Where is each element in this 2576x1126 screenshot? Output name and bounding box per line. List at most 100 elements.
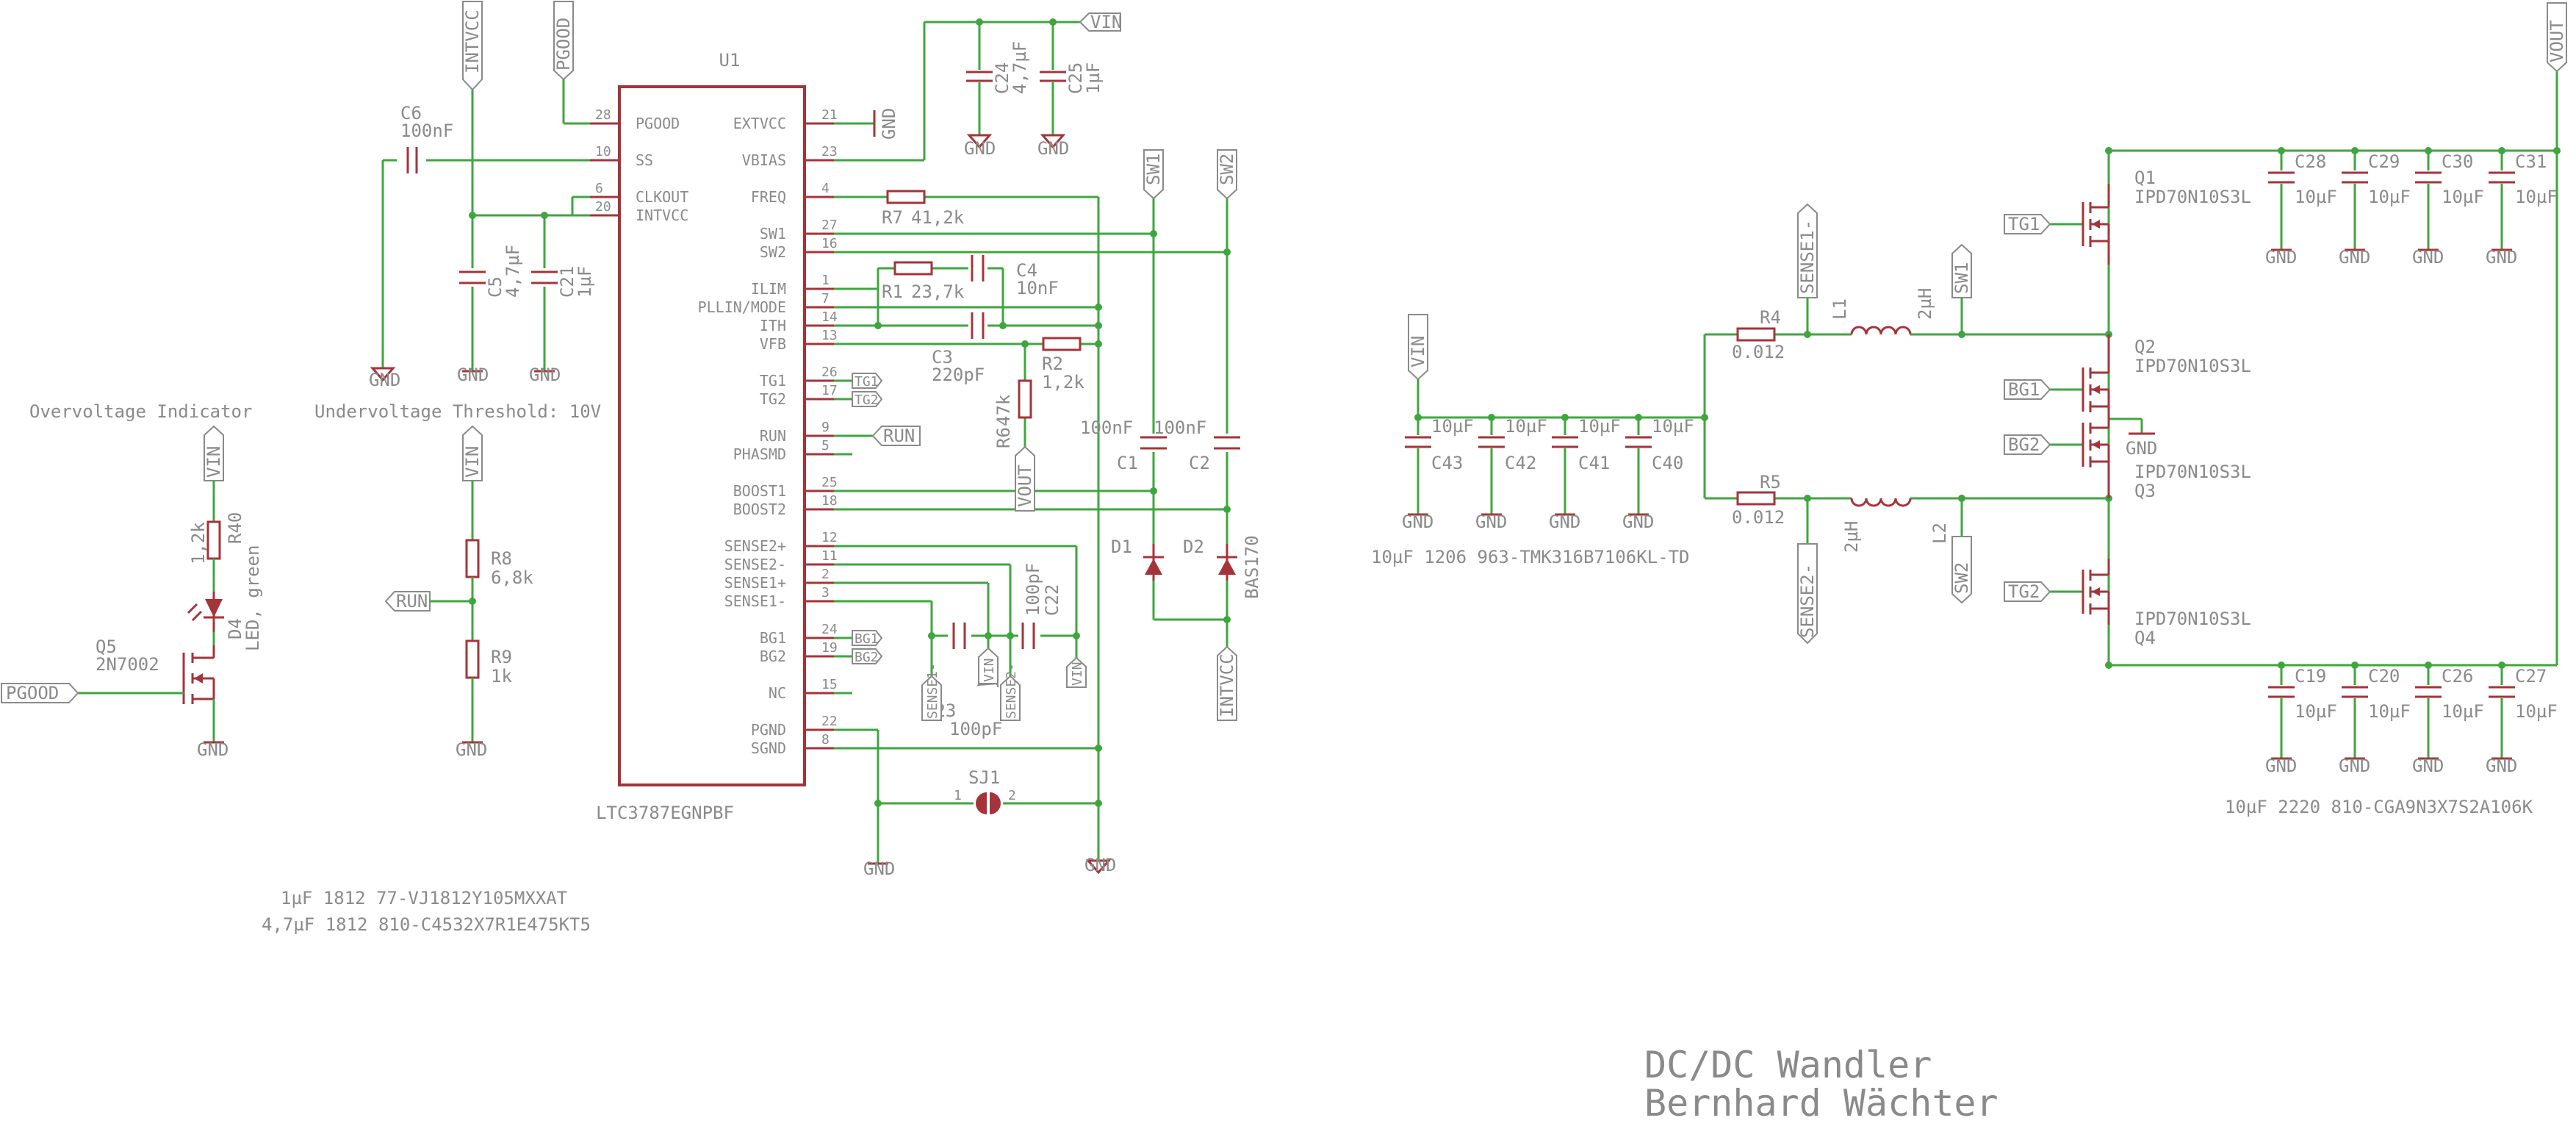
svg-text:0.012: 0.012	[1732, 342, 1785, 362]
undervoltage-title: Undervoltage Threshold: 10V	[314, 401, 601, 422]
capacitor-c19: C19 10µF	[2268, 666, 2337, 722]
svg-text:100nF: 100nF	[1080, 417, 1133, 438]
svg-text:C22: C22	[1042, 584, 1062, 616]
net-labels-u1: INTVCC PGOOD VIN SW1 SW2 INTVCC TG1 TG2 …	[462, 1, 1237, 721]
capacitor-c20: C20 10µF	[2342, 666, 2411, 722]
ic-pin-number: 9	[821, 420, 830, 435]
svg-text:100pF: 100pF	[949, 719, 1002, 739]
overvoltage-title: Overvoltage Indicator	[29, 401, 252, 422]
svg-text:BG1: BG1	[855, 631, 879, 647]
ic-pin-number: 22	[821, 714, 838, 729]
ic-pin-number: 10	[595, 144, 611, 159]
mosfet-q1: Q1 IPD70N10S3L	[2082, 168, 2251, 265]
ic-part: LTC3787EGNPBF	[596, 803, 734, 823]
inductor-l2: 2µH L2	[1841, 498, 1950, 553]
capacitor-c25: C25 1µF	[1040, 62, 1104, 94]
svg-text:GND: GND	[1402, 512, 1433, 532]
ic-pin-number: 19	[821, 640, 838, 656]
svg-text:2µH: 2µH	[1915, 288, 1935, 320]
ic-pin-name: EXTVCC	[733, 115, 786, 132]
ic-pin-number: 5	[821, 438, 830, 453]
solder-jumper-sj1: SJ1 1 2	[954, 767, 1016, 814]
svg-text:4,7µF: 4,7µF	[503, 245, 523, 298]
svg-text:GND: GND	[1549, 512, 1580, 532]
ic-pin-number: 12	[821, 530, 838, 545]
svg-text:C4: C4	[1016, 260, 1037, 281]
svg-text:10nF: 10nF	[1016, 278, 1059, 298]
ic-pin-name: TG2	[760, 390, 786, 408]
ic-pin-name: SGND	[751, 739, 786, 757]
svg-text:C2: C2	[1189, 453, 1210, 473]
mosfet-q4: IPD70N10S3L Q4	[2082, 559, 2251, 648]
svg-text:SJ1: SJ1	[968, 767, 1000, 788]
ic-pin-number: 8	[821, 732, 830, 747]
svg-text:GND: GND	[2486, 756, 2517, 776]
svg-text:R4: R4	[1760, 307, 1781, 328]
ground-input-caps: GND GND GND GND 10µF 1206 963-TMK316B710…	[1371, 506, 1689, 567]
svg-text:TG2: TG2	[2008, 581, 2040, 602]
ic-pin-name: NC	[769, 684, 786, 702]
resistor-r1: R1 23,7k	[882, 261, 965, 302]
ic-pin-name: PLLIN/MODE	[698, 298, 786, 316]
svg-text:R8: R8	[491, 548, 512, 569]
capacitor-c6: C6 100nF	[397, 103, 453, 173]
svg-text:GND: GND	[529, 365, 561, 385]
capacitor-c3: C3 220pF	[932, 312, 987, 385]
svg-text:10µF: 10µF	[1505, 416, 1547, 437]
svg-text:GND: GND	[863, 858, 895, 879]
diode-d1: D1	[1111, 537, 1164, 581]
svg-text:C41: C41	[1578, 453, 1610, 473]
svg-text:D1: D1	[1111, 537, 1132, 557]
ic-ref: U1	[719, 50, 741, 71]
svg-text:BG2: BG2	[855, 650, 879, 665]
svg-text:R40: R40	[225, 512, 245, 544]
capacitor-c28: C28 10µF	[2268, 151, 2337, 207]
ic-pin-number: 14	[821, 309, 838, 325]
capacitor-c26: C26 10µF	[2415, 666, 2484, 722]
svg-text:100pF: 100pF	[1023, 563, 1043, 616]
capacitor-c5: C5 4,7µF	[459, 245, 523, 298]
svg-text:C5: C5	[485, 276, 506, 298]
capacitor-c29: C29 10µF	[2342, 151, 2411, 207]
capacitor-c24: C24 4,7µF	[966, 41, 1030, 94]
ic-pin-name: PHASMD	[733, 445, 786, 463]
undervoltage-section: Undervoltage Threshold: 10V VIN R8 6,8k …	[314, 401, 601, 760]
svg-text:C21: C21	[557, 266, 578, 298]
svg-text:0.012: 0.012	[1732, 507, 1785, 528]
svg-text:R9: R9	[491, 647, 512, 667]
svg-text:C42: C42	[1505, 453, 1536, 473]
capacitor-c22: C22 100pF	[1018, 563, 1062, 649]
svg-text:R7: R7	[882, 207, 903, 228]
ic-pin-name: SENSE1+	[724, 574, 786, 592]
svg-text:SENSE1-: SENSE1-	[925, 663, 940, 719]
svg-text:IPD70N10S3L: IPD70N10S3L	[2134, 462, 2251, 482]
svg-text:C31: C31	[2515, 151, 2547, 172]
svg-text:GND: GND	[456, 739, 487, 760]
ic-pin-number: 1	[821, 273, 830, 288]
ic-pin-number: 25	[821, 475, 838, 490]
svg-text:100nF: 100nF	[1154, 417, 1206, 438]
svg-text:D4: D4	[225, 618, 245, 639]
ic-pin-number: 18	[821, 493, 838, 509]
svg-text:VOUT: VOUT	[2547, 20, 2567, 62]
ic-pin-number: 27	[821, 218, 838, 233]
svg-text:GND: GND	[1622, 512, 1654, 532]
ic-pin-number: 2	[821, 567, 830, 582]
svg-text:GND: GND	[1475, 512, 1507, 532]
svg-text:PGOOD: PGOOD	[6, 683, 59, 703]
ic-pin-name: BG1	[760, 629, 786, 647]
svg-text:SW1: SW1	[1951, 262, 1972, 294]
svg-text:1,2k: 1,2k	[188, 522, 209, 564]
capacitor-c4: C4 10nF	[968, 255, 1059, 298]
svg-text:10µF: 10µF	[1578, 416, 1621, 437]
resistor-r7: R7 41,2k	[882, 190, 965, 228]
mosfet-q3: IPD70N10S3L Q3	[2082, 419, 2251, 501]
ic-pin-number: 4	[821, 181, 830, 196]
svg-text:L2: L2	[1929, 523, 1950, 544]
ic-pin-name: BOOST2	[733, 501, 786, 518]
svg-text:SW2: SW2	[1217, 154, 1237, 185]
junctions	[469, 18, 1231, 807]
ic-pin-number: 21	[821, 107, 838, 123]
